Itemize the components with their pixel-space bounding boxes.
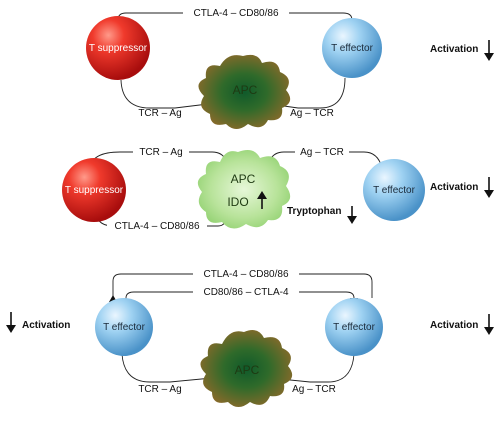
down-arrow-icon bbox=[484, 314, 494, 335]
left-tcr-line-2 bbox=[188, 151, 227, 161]
right-tcr-label: Ag – TCR bbox=[292, 384, 336, 395]
left-activation-label: Activation bbox=[22, 320, 70, 331]
right-tcr-line bbox=[310, 353, 355, 383]
t-effector-cell bbox=[322, 18, 382, 78]
down-arrow-icon bbox=[347, 206, 357, 224]
left-tcr-label: TCR – Ag bbox=[139, 147, 182, 158]
t-effector-label-left: T effector bbox=[103, 322, 146, 333]
t-suppressor-cell bbox=[86, 16, 150, 80]
t-effector-cell-right bbox=[325, 298, 383, 356]
tryptophan-label: Tryptophan bbox=[287, 206, 341, 217]
right-activation-label: Activation bbox=[430, 320, 478, 331]
t-effector-label: T effector bbox=[331, 43, 374, 54]
apc-label: APC bbox=[233, 83, 258, 97]
t-effector-cell bbox=[363, 159, 425, 221]
activation-label: Activation bbox=[430, 44, 478, 55]
panel-2: TCR – Ag Ag – TCR CTLA-4 – CD80/86 T sup… bbox=[62, 145, 494, 232]
activation-label: Activation bbox=[430, 182, 478, 193]
t-suppressor-label: T suppressor bbox=[65, 185, 124, 196]
down-arrow-icon bbox=[6, 312, 16, 333]
label-bg bbox=[133, 145, 189, 158]
left-tcr-label: TCR – Ag bbox=[138, 384, 181, 395]
label-bg bbox=[193, 267, 299, 280]
inner-connector-label: CD80/86 – CTLA-4 bbox=[203, 287, 288, 298]
bottom-connector-label: CTLA-4 – CD80/86 bbox=[114, 221, 199, 232]
outer-connector-label: CTLA-4 – CD80/86 bbox=[203, 269, 288, 280]
apc-label: APC bbox=[231, 172, 256, 186]
panel-3: CTLA-4 – CD80/86 CD80/86 – CTLA-4 T effe… bbox=[6, 267, 494, 407]
t-effector-label-right: T effector bbox=[333, 322, 376, 333]
label-bg bbox=[193, 285, 299, 298]
left-tcr-line bbox=[121, 353, 170, 383]
apc-label: APC bbox=[235, 363, 260, 377]
top-connector-label: CTLA-4 – CD80/86 bbox=[193, 8, 278, 19]
panel-1: CTLA-4 – CD80/86 T suppressor T effector… bbox=[86, 6, 494, 129]
apc-cell bbox=[198, 54, 291, 129]
right-tcr-line bbox=[298, 77, 346, 109]
apc-cell bbox=[200, 330, 293, 407]
left-tcr-label: TCR – Ag bbox=[138, 108, 181, 119]
label-bg bbox=[107, 219, 207, 232]
right-tcr-label: Ag – TCR bbox=[300, 147, 344, 158]
t-suppressor-cell bbox=[62, 158, 126, 222]
apc-cell bbox=[197, 150, 291, 229]
t-effector-label: T effector bbox=[373, 185, 416, 196]
up-arrow-icon bbox=[257, 191, 267, 209]
ido-label: IDO bbox=[227, 195, 248, 209]
left-tcr-line bbox=[120, 79, 175, 109]
label-bg bbox=[183, 6, 289, 19]
t-suppressor-label: T suppressor bbox=[89, 43, 148, 54]
label-bg bbox=[295, 145, 349, 158]
t-effector-cell-left bbox=[95, 298, 153, 356]
right-tcr-label: Ag – TCR bbox=[290, 108, 334, 119]
down-arrow-icon bbox=[484, 177, 494, 198]
down-arrow-icon bbox=[484, 40, 494, 61]
